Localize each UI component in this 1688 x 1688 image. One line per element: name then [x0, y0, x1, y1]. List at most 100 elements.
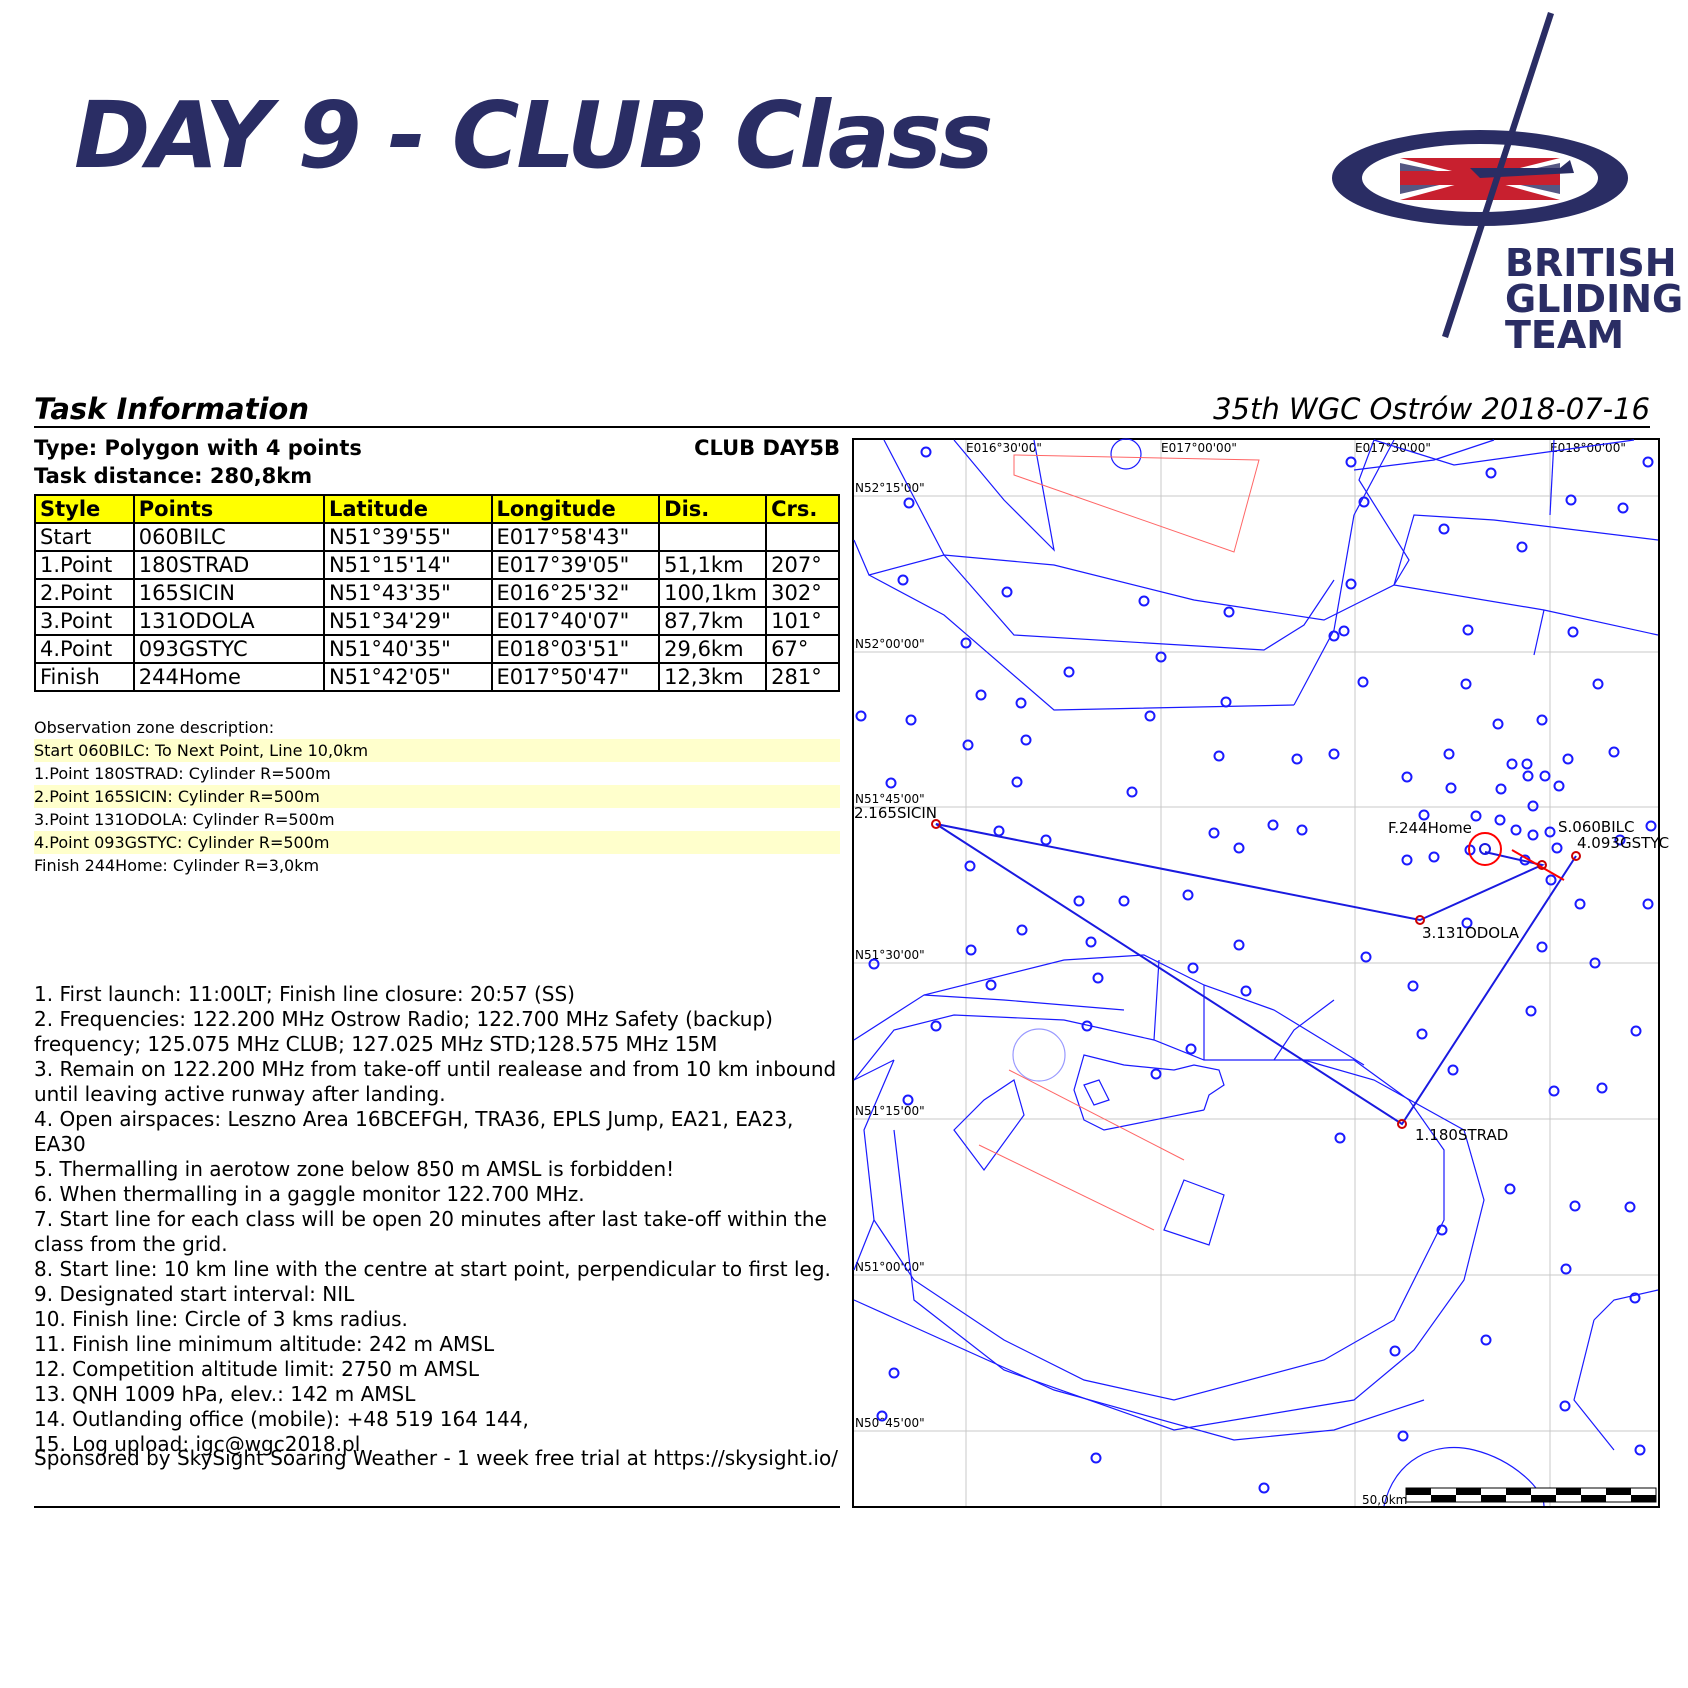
cell-point: 165SICIN — [132, 578, 325, 608]
rule-item: 8. Start line: 10 km line with the centr… — [34, 1257, 831, 1281]
cell-point: 060BILC — [132, 522, 325, 552]
map-grid — [854, 440, 1658, 1506]
lat-label: N51°45'00" — [855, 792, 925, 806]
column-header: Dis. — [658, 494, 768, 524]
rule-item: 4. Open airspaces: Leszno Area 16BCEFGH,… — [34, 1107, 794, 1156]
page-title: DAY 9 - CLUB Class — [74, 82, 994, 189]
cell-point: 180STRAD — [132, 550, 325, 580]
cell-point: 131ODOLA — [132, 606, 325, 636]
sponsor-line: Sponsored by SkySight Soaring Weather - … — [34, 1446, 838, 1470]
lat-label: N52°00'00" — [855, 637, 925, 651]
rule-item: 2. Frequencies: 122.200 MHz Ostrow Radio… — [34, 1007, 773, 1056]
task-zones — [931, 819, 1581, 1129]
turnpoint-labels: S.060BILC 1.180STRAD 2.165SICIN 3.131ODO… — [854, 804, 1669, 1144]
column-header: Longitude — [490, 494, 661, 524]
cell-latitude: N51°42'05" — [322, 662, 493, 692]
cell-latitude: N51°15'14" — [322, 550, 493, 580]
lon-label: E016°30'00" — [966, 441, 1042, 455]
table-row: Start 060BILC N51°39'55" E017°58'43" — [34, 522, 840, 552]
logo-text-line-3: TEAM — [1505, 313, 1625, 357]
grid-labels: E016°30'00" E017°00'00" E017°30'00" E018… — [855, 441, 1626, 1430]
cell-latitude: N51°34'29" — [322, 606, 493, 636]
section-header: Task Information 35th WGC Ostrów 2018-07… — [34, 392, 1650, 428]
cell-distance: 100,1km — [658, 578, 768, 608]
table-row: 4.Point 093GSTYC N51°40'35" E018°03'51" … — [34, 634, 840, 664]
cell-course: 281° — [765, 662, 840, 692]
turnpoint-table: Style Points Latitude Longitude Dis. Crs… — [34, 494, 840, 692]
task-distance: Task distance: 280,8km — [34, 464, 313, 488]
logo-text-line-2: GLIDING — [1505, 277, 1684, 321]
cell-longitude: E017°50'47" — [490, 662, 661, 692]
cell-distance: 12,3km — [658, 662, 768, 692]
cell-longitude: E018°03'51" — [490, 634, 661, 664]
rule-item: 5. Thermalling in aerotow zone below 850… — [34, 1157, 675, 1181]
lat-label: N51°30'00" — [855, 948, 925, 962]
lat-label: N51°15'00" — [855, 1104, 925, 1118]
task-map-canvas: E016°30'00" E017°00'00" E017°30'00" E018… — [853, 438, 1669, 1507]
cell-style: 3.Point — [34, 606, 135, 636]
rule-item: 14. Outlanding office (mobile): +48 519 … — [34, 1407, 529, 1431]
cell-latitude: N51°39'55" — [322, 522, 493, 552]
rule-item: 9. Designated start interval: NIL — [34, 1282, 355, 1306]
lon-label: E018°00'00" — [1550, 441, 1626, 455]
column-header: Points — [132, 494, 325, 524]
table-row: 2.Point 165SICIN N51°43'35" E016°25'32" … — [34, 578, 840, 608]
cell-distance: 29,6km — [658, 634, 768, 664]
observation-zone-list: Observation zone description: Start 060B… — [34, 716, 840, 877]
lat-label: N52°15'00" — [855, 481, 925, 495]
section-title: Task Information — [34, 392, 309, 426]
lon-label: E017°00'00" — [1161, 441, 1237, 455]
oz-line: Finish 244Home: Cylinder R=3,0km — [34, 856, 320, 875]
task-route — [935, 823, 1577, 1126]
cell-point: 093GSTYC — [132, 634, 325, 664]
rule-item: 15. Log upload: igc@wgc2018.pl — [34, 1432, 361, 1456]
cell-course: 207° — [765, 550, 840, 580]
rule-item: 13. QNH 1009 hPa, elev.: 142 m AMSL — [34, 1382, 416, 1406]
column-header: Style — [34, 494, 135, 524]
airspace-outlines — [853, 438, 1659, 1507]
oz-line: 4.Point 093GSTYC: Cylinder R=500m — [34, 831, 840, 854]
table-row: 3.Point 131ODOLA N51°34'29" E017°40'07" … — [34, 606, 840, 636]
glider-logo-icon — [1332, 12, 1628, 338]
cell-longitude: E017°40'07" — [490, 606, 661, 636]
finish-label: F.244Home — [1388, 819, 1472, 837]
rule-item: 11. Finish line minimum altitude: 242 m … — [34, 1332, 495, 1356]
cell-style: Start — [34, 522, 135, 552]
cell-point: 244Home — [132, 662, 325, 692]
point-1-label: 1.180STRAD — [1415, 1126, 1508, 1144]
rule-item: 10. Finish line: Circle of 3 kms radius. — [34, 1307, 408, 1331]
rule-item: 6. When thermalling in a gaggle monitor … — [34, 1182, 585, 1206]
rule-item: 7. Start line for each class will be ope… — [34, 1207, 827, 1256]
rule-item: 1. First launch: 11:00LT; Finish line cl… — [34, 982, 575, 1006]
cell-longitude: E016°25'32" — [490, 578, 661, 608]
table-row: Finish 244Home N51°42'05" E017°50'47" 12… — [34, 662, 840, 692]
point-2-label: 2.165SICIN — [854, 804, 937, 822]
oz-line: Start 060BILC: To Next Point, Line 10,0k… — [34, 739, 840, 762]
scale-bar: 50,0km — [1362, 1487, 1657, 1507]
cell-course: 101° — [765, 606, 840, 636]
oz-heading: Observation zone description: — [34, 718, 275, 737]
cell-latitude: N51°40'35" — [322, 634, 493, 664]
cell-course: 67° — [765, 634, 840, 664]
oz-line: 2.Point 165SICIN: Cylinder R=500m — [34, 785, 840, 808]
rule-item: 3. Remain on 122.200 MHz from take-off u… — [34, 1057, 837, 1106]
lat-label: N50°45'00" — [855, 1416, 925, 1430]
cell-style: 2.Point — [34, 578, 135, 608]
cell-course — [765, 522, 840, 552]
cell-distance: 51,1km — [658, 550, 768, 580]
restricted-areas — [978, 454, 1260, 1231]
cell-distance: 87,7km — [658, 606, 768, 636]
column-header: Crs. — [765, 494, 840, 524]
cell-course: 302° — [765, 578, 840, 608]
oz-line: 1.Point 180STRAD: Cylinder R=500m — [34, 764, 331, 783]
cell-latitude: N51°43'35" — [322, 578, 493, 608]
cell-style: 4.Point — [34, 634, 135, 664]
task-type: Type: Polygon with 4 points — [34, 436, 362, 460]
airfields — [855, 446, 1657, 1494]
table-header-row: Style Points Latitude Longitude Dis. Crs… — [34, 494, 840, 524]
cell-style: 1.Point — [34, 550, 135, 580]
task-map: E016°30'00" E017°00'00" E017°30'00" E018… — [852, 438, 1669, 1508]
table-row: 1.Point 180STRAD N51°15'14" E017°39'05" … — [34, 550, 840, 580]
point-3-label: 3.131ODOLA — [1422, 924, 1520, 942]
logo-text-line-1: BRITISH — [1505, 241, 1677, 285]
